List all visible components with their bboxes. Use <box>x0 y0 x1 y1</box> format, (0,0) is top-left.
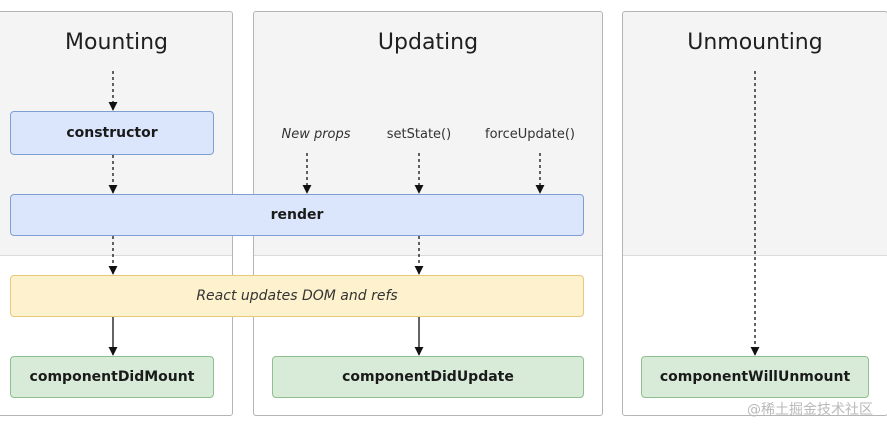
trigger-new-props: New props <box>281 127 351 142</box>
constructor-node: constructor <box>10 111 214 155</box>
phase-divider <box>0 255 232 256</box>
did-update-node: componentDidUpdate <box>272 356 584 398</box>
will-unmount-node: componentWillUnmount <box>641 356 869 398</box>
did-mount-node: componentDidMount <box>10 356 214 398</box>
phase-divider <box>254 255 602 256</box>
mounting-title: Mounting <box>65 30 168 55</box>
trigger-force-update: forceUpdate() <box>485 127 575 142</box>
phase-divider <box>623 255 887 256</box>
updating-title: Updating <box>377 30 479 55</box>
dom-update-node: React updates DOM and refs <box>10 275 584 317</box>
unmounting-title: Unmounting <box>687 30 823 55</box>
render-node: render <box>10 194 584 236</box>
watermark: @稀土掘金技术社区 <box>747 402 873 418</box>
trigger-set-state: setState() <box>386 127 452 142</box>
